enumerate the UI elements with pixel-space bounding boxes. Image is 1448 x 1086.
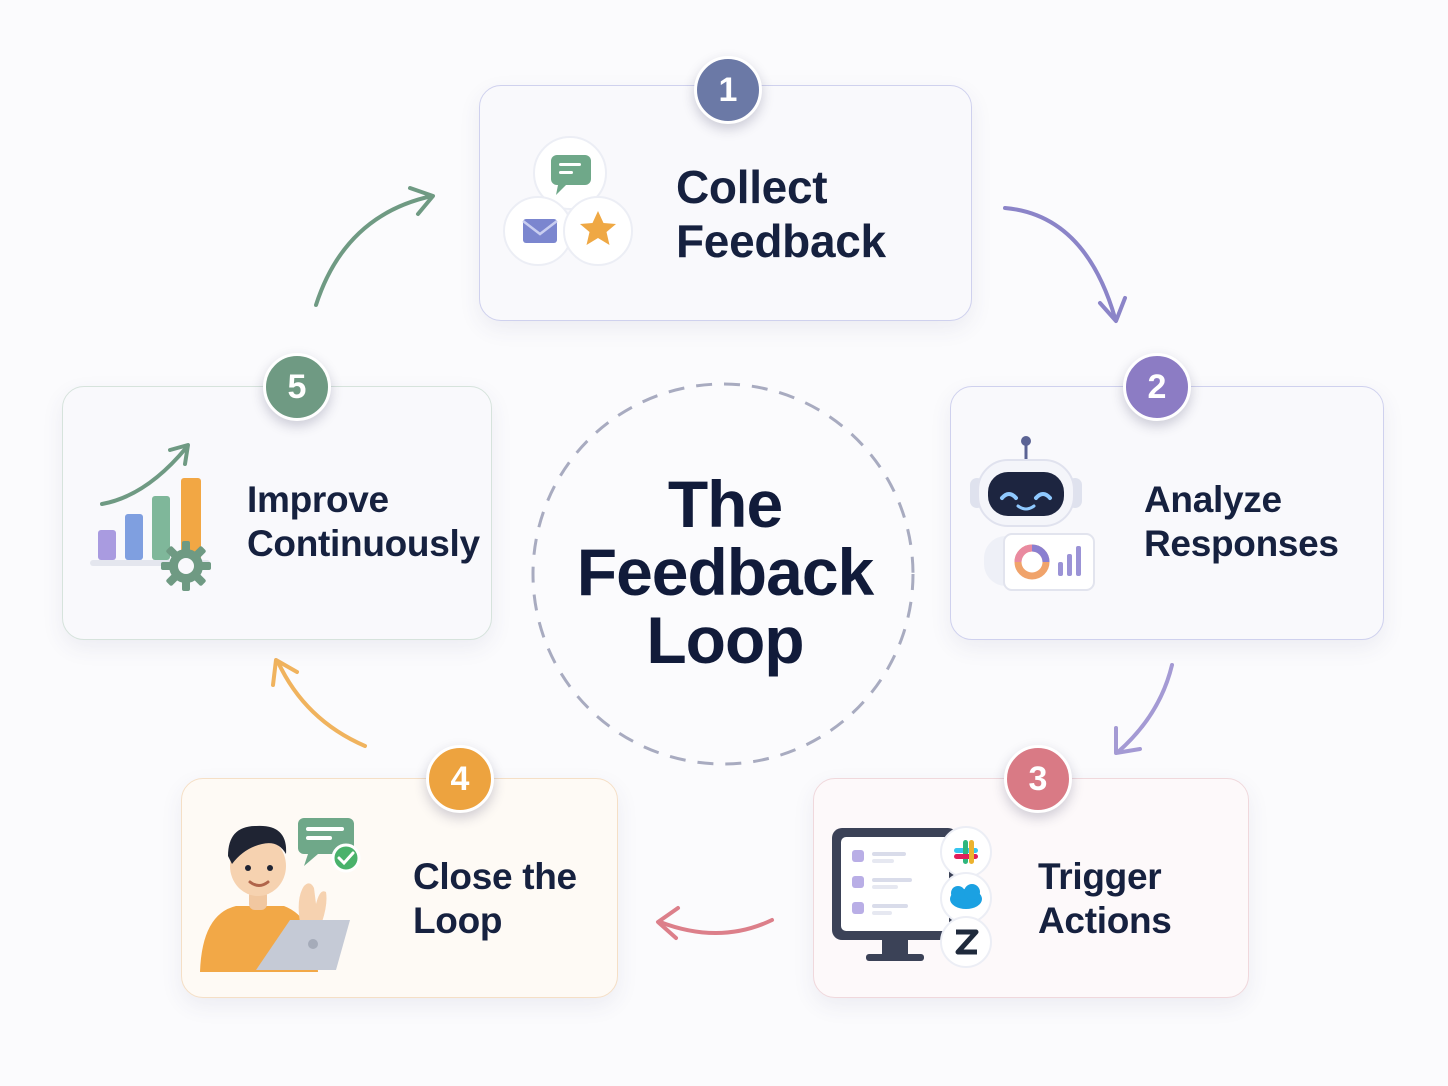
arrow-step2-to-step3 [1116,663,1174,754]
growth-chart-icon [90,443,211,591]
person-laptop-icon [200,818,361,972]
step-title-improve-continuously: Improve Continuously [247,479,480,564]
arrow-step2-to-step3-head [1114,726,1142,755]
center-title-line2: Feedback [576,535,874,609]
arrow-step1-to-step2-head [1098,296,1127,323]
feedback-channels-icon [503,136,633,266]
center-title-line1: The [667,467,783,541]
step-title-collect-feedback: Collect Feedback [676,161,886,268]
integrations-monitor-icon [832,826,992,968]
step-badge-1: 1 [694,56,762,124]
arrow-step3-to-step4 [658,918,774,935]
step-card-improve-continuously [62,386,492,640]
step-badge-4: 4 [426,745,494,813]
step-badge-5: 5 [263,353,331,421]
step-badge-2: 2 [1123,353,1191,421]
arrow-step3-to-step4-head [656,906,680,940]
arrow-step5-to-step1-head [408,186,435,216]
center-title: The Feedback Loop [560,470,890,674]
step-title-trigger-actions: Trigger Actions [1038,856,1172,941]
arrow-step4-to-step5 [276,660,367,748]
arrow-step4-to-step5-head [271,658,299,687]
step-title-close-the-loop: Close the Loop [413,856,577,941]
step-badge-3: 3 [1004,745,1072,813]
center-title-line3: Loop [646,603,804,677]
arrow-step5-to-step1 [314,194,434,307]
step-title-analyze-responses: Analyze Responses [1144,479,1339,564]
robot-analytics-icon [970,436,1095,591]
arrow-step1-to-step2 [1003,206,1117,320]
